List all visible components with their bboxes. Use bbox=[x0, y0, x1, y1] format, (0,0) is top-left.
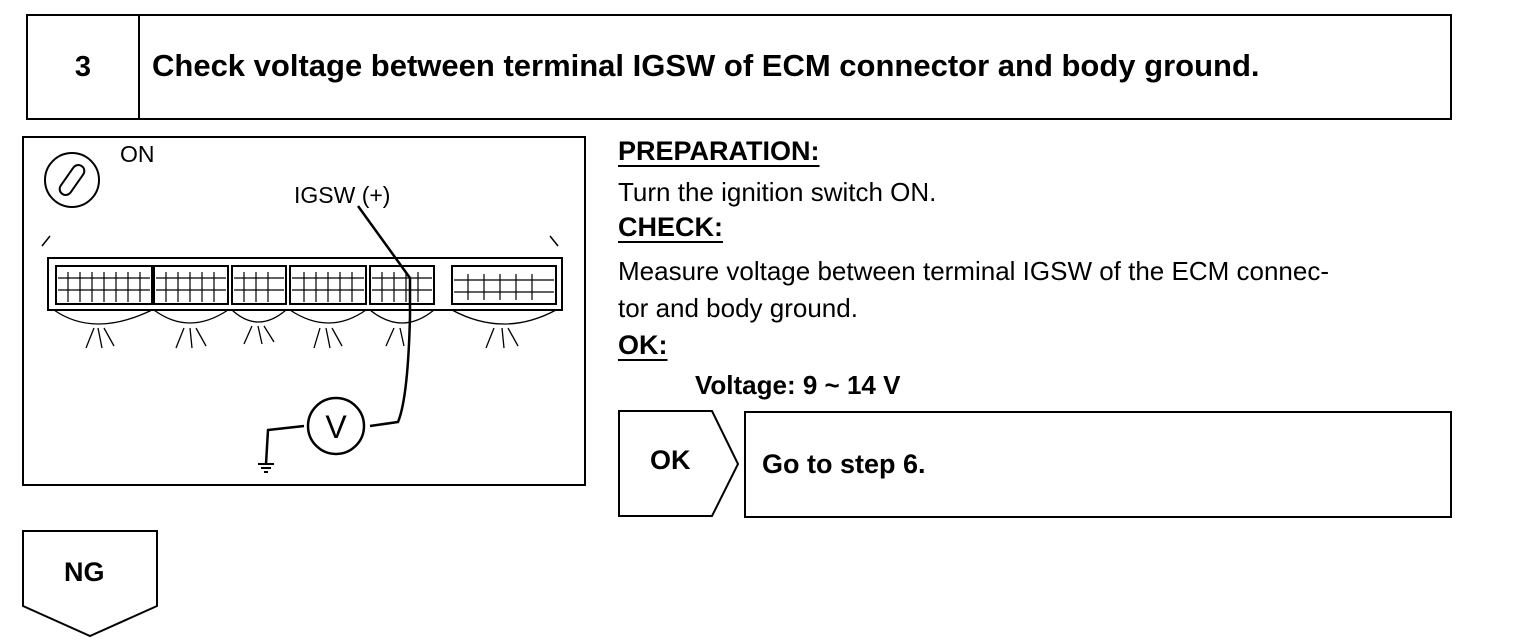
ok-heading: OK: bbox=[618, 330, 668, 360]
ok-action-text: Go to step 6. bbox=[762, 449, 926, 479]
switch-on-label: ON bbox=[120, 141, 155, 167]
ok-label: OK bbox=[650, 445, 691, 475]
ok-spec: Voltage: 9 ~ 14 V bbox=[695, 370, 901, 400]
ng-label: NG bbox=[64, 557, 105, 587]
ok-action-box: Go to step 6. bbox=[744, 411, 1452, 518]
wiring-diagram: ON IGSW (+) bbox=[22, 136, 586, 486]
ecm-connector bbox=[41, 235, 563, 349]
check-heading: CHECK: bbox=[618, 212, 723, 242]
preparation-text: Turn the ignition switch ON. bbox=[618, 177, 937, 207]
step-number: 3 bbox=[28, 16, 140, 118]
test-lead bbox=[264, 205, 412, 465]
preparation-heading: PREPARATION: bbox=[618, 136, 820, 166]
step-title: Check voltage between terminal IGSW of E… bbox=[152, 48, 1260, 83]
check-text-line1: Measure voltage between terminal IGSW of… bbox=[618, 256, 1329, 286]
igsw-terminal-label: IGSW (+) bbox=[294, 182, 390, 208]
voltmeter-symbol: V bbox=[325, 409, 347, 445]
check-text-line2: tor and body ground. bbox=[618, 293, 858, 323]
voltmeter-icon: V bbox=[306, 396, 366, 456]
step-header: 3 Check voltage between terminal IGSW of… bbox=[26, 14, 1452, 120]
ignition-key-icon bbox=[44, 152, 100, 208]
ground-icon bbox=[258, 463, 274, 473]
